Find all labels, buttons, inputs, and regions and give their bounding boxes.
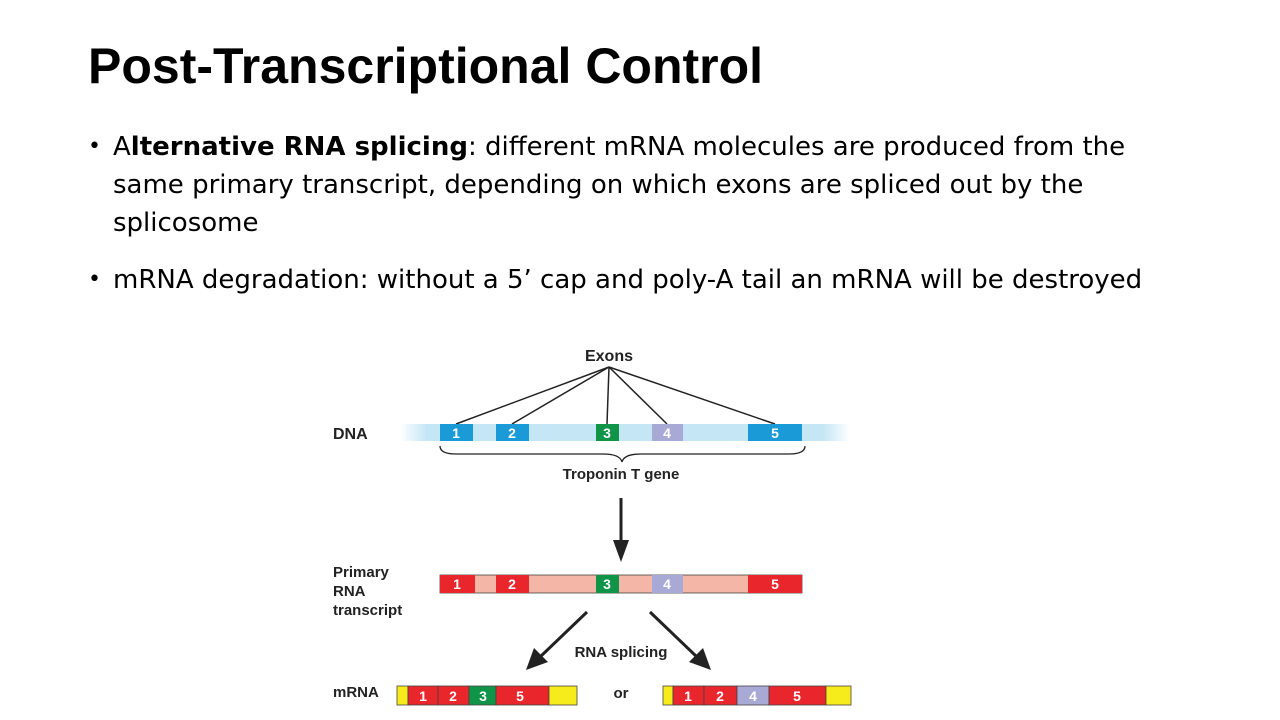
dna-exon-number: 5 [771,425,779,441]
dna-exon-number: 1 [452,425,460,441]
mrna-exon-number: 4 [749,688,757,704]
mrna-exon-number: 5 [516,688,524,704]
bullet-dot-icon: • [88,267,101,292]
rna-exon-number: 4 [663,576,671,592]
mrna-exon-number: 5 [793,688,801,704]
bullet-term: lternative RNA splicing [130,132,468,162]
transcription-arrow-icon [613,498,629,562]
dna-exons [440,424,802,441]
mrna-exon-number: 3 [479,688,487,704]
rna-exon-number: 3 [603,576,611,592]
rna-exon-1 [440,575,475,593]
mrna-cap [662,685,674,706]
dna-exon-number: 3 [603,425,611,441]
gene-brace [439,445,806,463]
dna-exon-2 [496,424,529,441]
mrna-exon-number: 2 [716,688,724,704]
bullet-list: • Alternative RNA splicing: different mR… [86,128,1186,318]
mrna-tail [825,685,852,706]
rna-exon-number: 1 [453,576,461,592]
mrna-cap [396,685,409,706]
bullet-term-initial: A [113,132,131,162]
splicing-arrow-right-icon [648,610,711,670]
dna-exon-3 [596,424,619,441]
bullet-dot-icon: • [88,134,101,159]
primary-transcript-exons [440,575,802,593]
dna-exon-number: 4 [663,425,671,441]
primary-transcript-label: Primary RNA transcript [333,564,402,619]
gene-label: Troponin T gene [563,466,680,483]
slide-title: Post-Transcriptional Control [88,38,764,94]
rna-exon-number: 5 [771,576,779,592]
dna-exon-1 [440,424,473,441]
bullet-item: • mRNA degradation: without a 5’ cap and… [86,261,1186,299]
mrna-exon-number: 1 [419,688,427,704]
rna-exon-number: 2 [508,576,516,592]
rna-exon-3 [596,575,619,593]
mrna-exon-number: 2 [449,688,457,704]
rna-exon-4 [652,575,683,593]
bullet-text: mRNA degradation: without a 5’ cap and p… [113,265,1143,295]
exon-connector-lines [455,366,776,425]
or-label: or [614,685,629,702]
dna-exon-5 [748,424,802,441]
mrna-tail [548,685,578,706]
rna-exon-5 [748,575,802,593]
mrna-exon-number: 1 [684,688,692,704]
rna-exon-2 [496,575,529,593]
mrna-variant-right [662,685,852,706]
dna-label: DNA [333,426,368,443]
splicing-arrow-left-icon [526,610,589,670]
dna-exon-4 [652,424,683,441]
dna-exon-number: 2 [508,425,516,441]
splicing-label: RNA splicing [575,644,668,661]
primary-transcript-strand [439,574,803,594]
bullet-text: : different mRNA molecules are produced … [113,132,1126,238]
mrna-variant-left [396,685,578,706]
exons-label: Exons [585,348,633,365]
bullet-item: • Alternative RNA splicing: different mR… [86,128,1186,242]
mrna-label: mRNA [333,684,379,701]
